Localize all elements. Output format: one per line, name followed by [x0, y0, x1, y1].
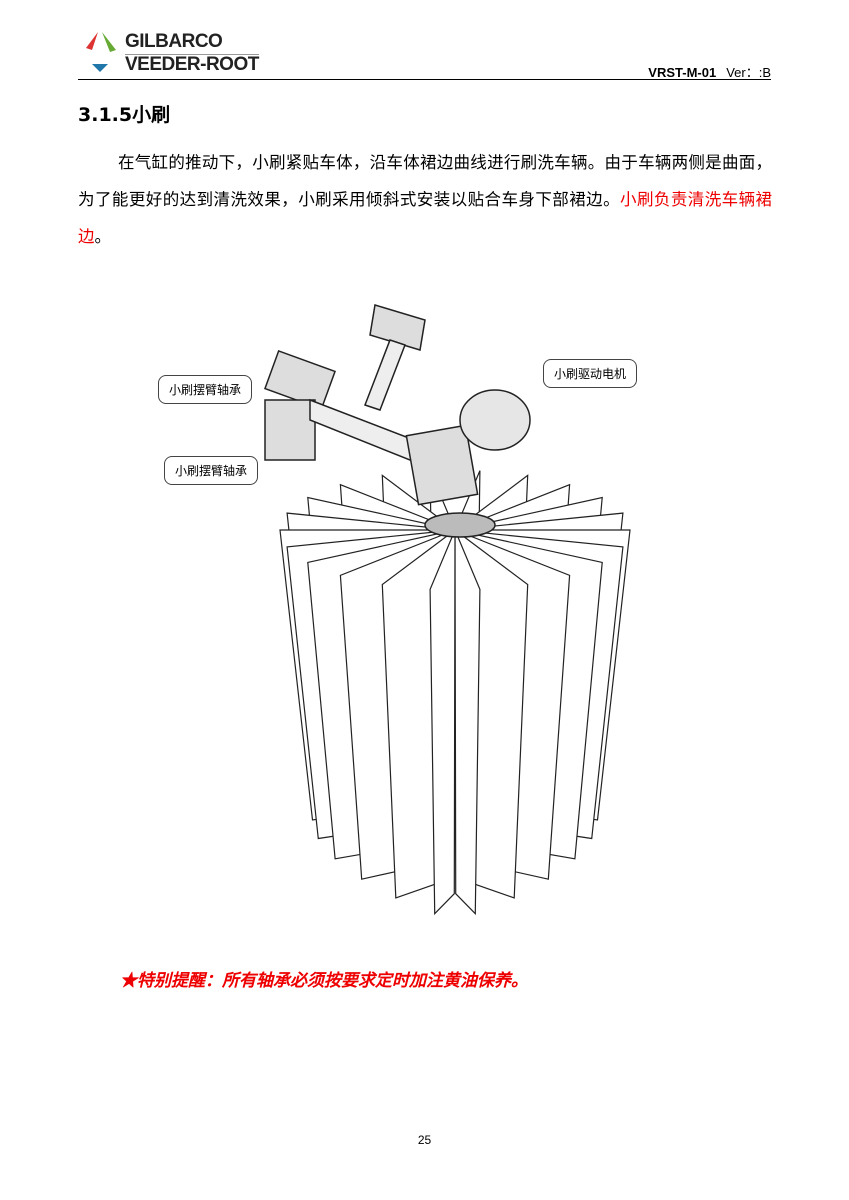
company-logo: GILBARCO VEEDER-ROOT [80, 28, 280, 78]
page-number: 25 [417, 1133, 432, 1147]
callout-drive-motor: 小刷驱动电机 [543, 359, 638, 388]
logo-icon [86, 32, 116, 72]
highlight-text: 小刷负责清洗车辆裙边 [78, 190, 772, 246]
callout-swing-arm-bearing-lower: 小刷摆臂轴承 [164, 456, 259, 485]
brush-blade [454, 529, 481, 916]
logo-line2: VEEDER-ROOT [125, 54, 259, 75]
body-paragraph: 在气缸的推动下，小刷紧贴车体，沿车体裙边曲线进行刷洗车辆。由于车辆两侧是曲面，为… [78, 153, 772, 246]
callout-swing-arm-bearing-upper: 小刷摆臂轴承 [158, 375, 253, 404]
header-divider [78, 79, 771, 80]
maintenance-notice: ★特别提醒：所有轴承必须按要求定时加注黄油保养。 [120, 971, 528, 991]
logo-line1: GILBARCO [125, 31, 223, 52]
small-brush-diagram [264, 304, 631, 916]
section-title: 3.1.5小刷 [78, 104, 171, 126]
brush-blade [429, 529, 456, 916]
